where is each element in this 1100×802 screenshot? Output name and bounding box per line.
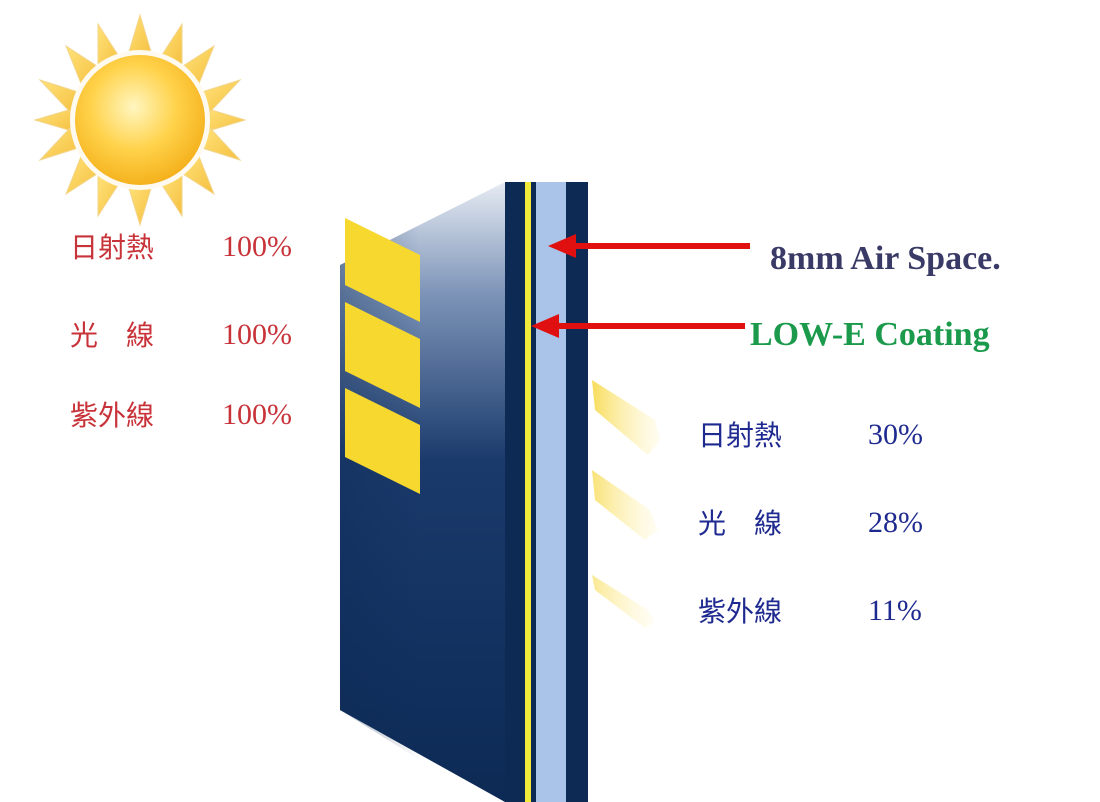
- incoming-uv-label: 紫外線: [70, 399, 155, 432]
- sun-icon: [33, 13, 247, 227]
- air-space-callout: 8mm Air Space.: [770, 240, 1001, 277]
- outgoing-light-value: 28%: [868, 506, 923, 539]
- glass-unit: [340, 182, 588, 802]
- incoming-light-blocks: [345, 218, 420, 494]
- outgoing-solar-heat-value: 30%: [868, 418, 923, 451]
- outgoing-light-beams: [592, 380, 660, 628]
- inner-glass-pane: [566, 182, 588, 802]
- incoming-solar-heat-label: 日射熱: [70, 231, 155, 264]
- incoming-light-value: 100%: [222, 318, 292, 351]
- low-e-coating-callout: LOW-E Coating: [750, 316, 990, 353]
- arrow-left-icon: [548, 234, 750, 258]
- air-space-layer: [536, 182, 566, 802]
- arrow-left-icon: [531, 314, 745, 338]
- outgoing-uv-label: 紫外線: [698, 595, 783, 628]
- low-e-coating-layer: [525, 182, 531, 802]
- outgoing-light-label: 光 線: [698, 507, 783, 540]
- outgoing-uv-value: 11%: [868, 594, 922, 627]
- outgoing-solar-heat-label: 日射熱: [698, 419, 783, 452]
- outer-glass-edge: [505, 182, 525, 802]
- incoming-light-label: 光 線: [70, 319, 155, 352]
- incoming-uv-value: 100%: [222, 398, 292, 431]
- incoming-solar-heat-value: 100%: [222, 230, 292, 263]
